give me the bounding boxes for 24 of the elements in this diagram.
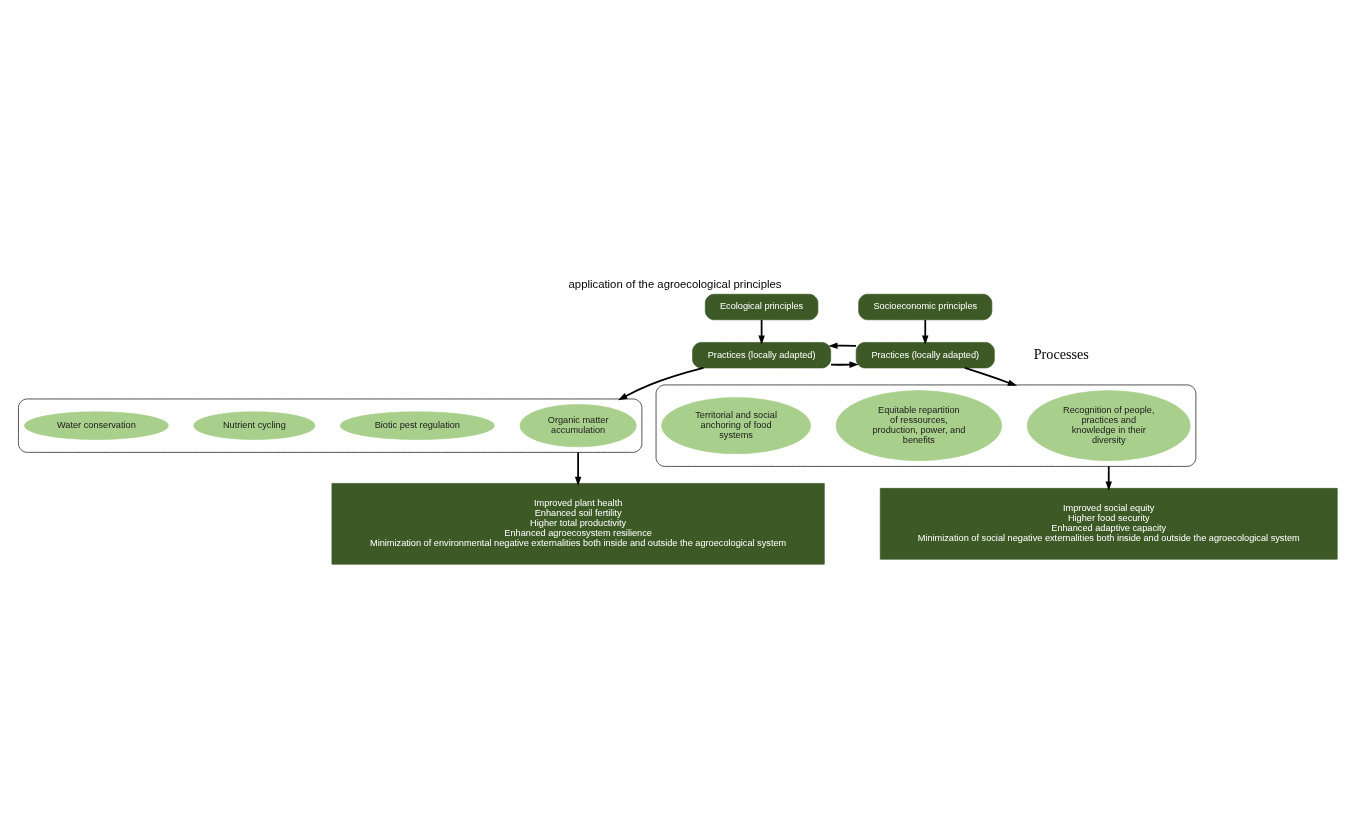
node-box: Improved plant health Enhanced soil fertility Higher total productivity Enhanced agroecosystem resilience Minimization of environmental negative externalities both inside and outside the agroecological system [331, 483, 825, 565]
node-ellipse: Nutrient cycling [193, 411, 316, 440]
cluster [18, 398, 643, 453]
node-ellipse: Recognition of people, practices and knowledge in their diversity [1026, 390, 1191, 462]
node-box: Socioeconomic principles [858, 293, 993, 321]
arrow [963, 367, 1018, 386]
node-ellipse: Biotic pest regulation [339, 411, 495, 440]
arrow [574, 451, 582, 486]
node-box: Practices (locally adapted) [692, 342, 832, 369]
cluster [655, 384, 1197, 467]
node-box: Practices (locally adapted) [855, 342, 995, 369]
node-ellipse: Equitable repartition of ressources, production, power, and benefits [835, 390, 1003, 462]
node-box: Improved social equity Higher food security Enhanced adaptive capacity Minimization of social negative externalities both inside and outside the agroecological system [879, 488, 1338, 560]
node-ellipse: Territorial and social anchoring of food systems [661, 397, 811, 455]
label: Processes [1033, 345, 1089, 362]
arrow [828, 342, 857, 349]
arrow [830, 361, 859, 368]
node-box: Ecological principles [704, 293, 819, 321]
arrow [922, 319, 929, 345]
node-ellipse: Water conservation [24, 411, 169, 440]
node-ellipse: Organic matter accumulation [519, 404, 637, 448]
arrow [1105, 465, 1112, 491]
diagram-title: application of the agroecological principles [568, 277, 782, 290]
arrow [618, 367, 705, 401]
